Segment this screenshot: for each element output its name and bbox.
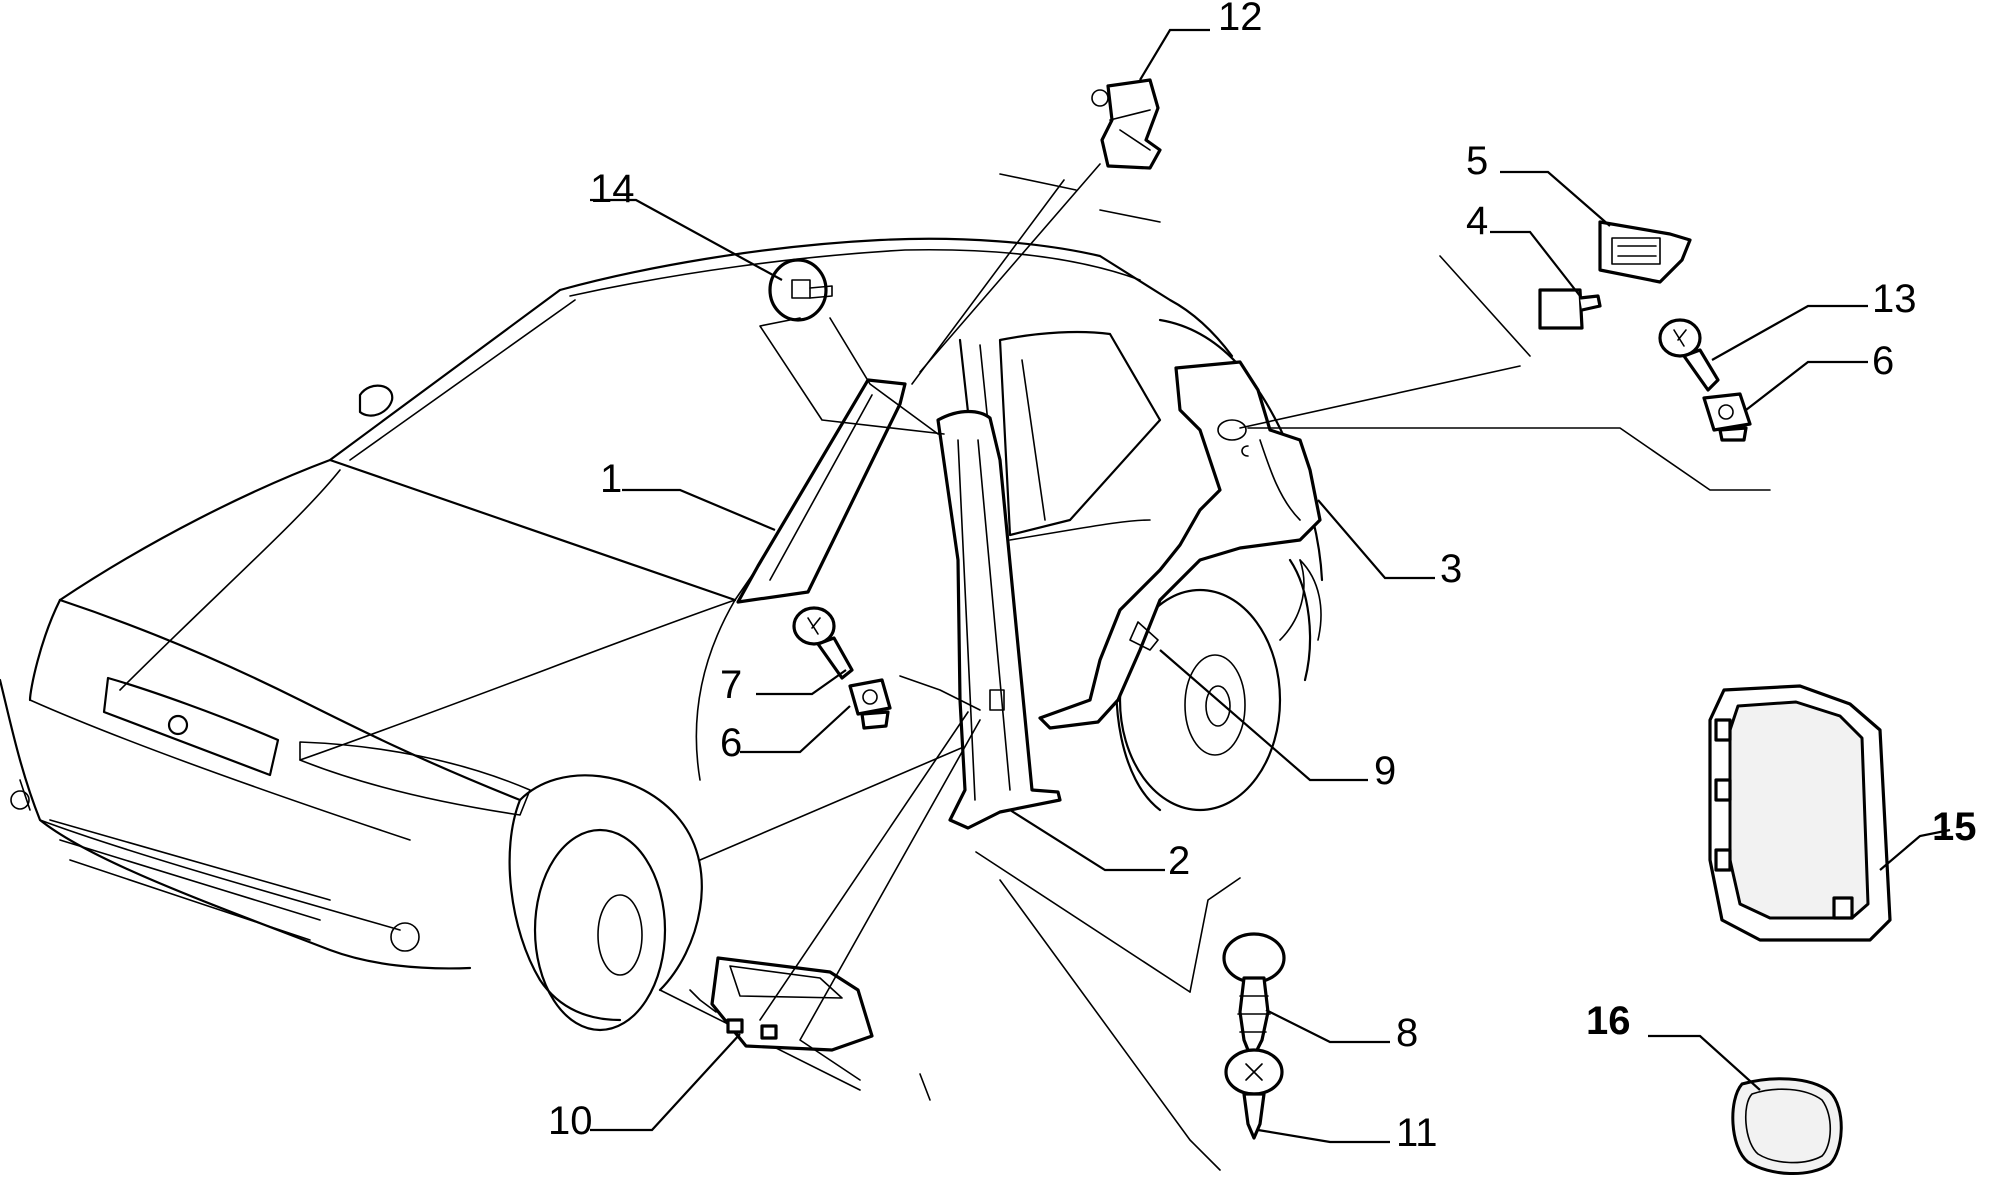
callout-15: 15 bbox=[1932, 805, 1977, 849]
callout-5: 5 bbox=[1466, 139, 1488, 183]
callout-7: 7 bbox=[720, 663, 742, 707]
callout-14: 14 bbox=[590, 167, 635, 211]
part-3-rear-quarter-trim bbox=[1038, 360, 1322, 730]
part-6-clip-nut-upper bbox=[1702, 392, 1752, 442]
part-8-push-clip bbox=[1222, 932, 1286, 1062]
part-12-clip bbox=[1091, 78, 1162, 170]
part-16-oval-plug bbox=[1731, 1077, 1843, 1175]
callout-9: 9 bbox=[1374, 749, 1396, 793]
part-5-vent-grille bbox=[1598, 220, 1692, 284]
callout-11: 11 bbox=[1396, 1111, 1438, 1155]
part-4-bracket bbox=[1538, 288, 1602, 330]
callout-8: 8 bbox=[1396, 1011, 1418, 1055]
part-1-a-pillar-trim bbox=[736, 378, 907, 604]
part-9-sill-trim bbox=[1129, 621, 1159, 651]
callout-labels: 1 2 3 4 5 6 6 7 8 9 10 11 12 13 14 15 16 bbox=[548, 0, 1977, 1155]
callout-10: 10 bbox=[548, 1099, 593, 1143]
callout-13: 13 bbox=[1872, 277, 1917, 321]
part-11-screw bbox=[1224, 1048, 1284, 1140]
callout-6-middle: 6 bbox=[720, 721, 742, 765]
callout-16: 16 bbox=[1586, 999, 1631, 1043]
callout-2: 2 bbox=[1168, 839, 1190, 883]
part-14-round-plug bbox=[768, 258, 833, 322]
callout-1: 1 bbox=[600, 457, 622, 501]
part-15-access-panel bbox=[1708, 684, 1892, 942]
callout-4: 4 bbox=[1466, 199, 1488, 243]
callout-3: 3 bbox=[1440, 547, 1462, 591]
part-7-screw bbox=[792, 606, 854, 680]
leader-lines bbox=[590, 28, 1951, 1171]
part-2-b-pillar-trim bbox=[936, 409, 1062, 830]
part-6-clip-nut-middle bbox=[848, 678, 892, 730]
callout-12: 12 bbox=[1218, 0, 1263, 39]
part-13-screw bbox=[1658, 318, 1720, 392]
car-body-outline bbox=[0, 237, 1324, 1091]
callout-6-upper: 6 bbox=[1872, 339, 1894, 383]
part-10-handle-bezel bbox=[710, 956, 874, 1052]
